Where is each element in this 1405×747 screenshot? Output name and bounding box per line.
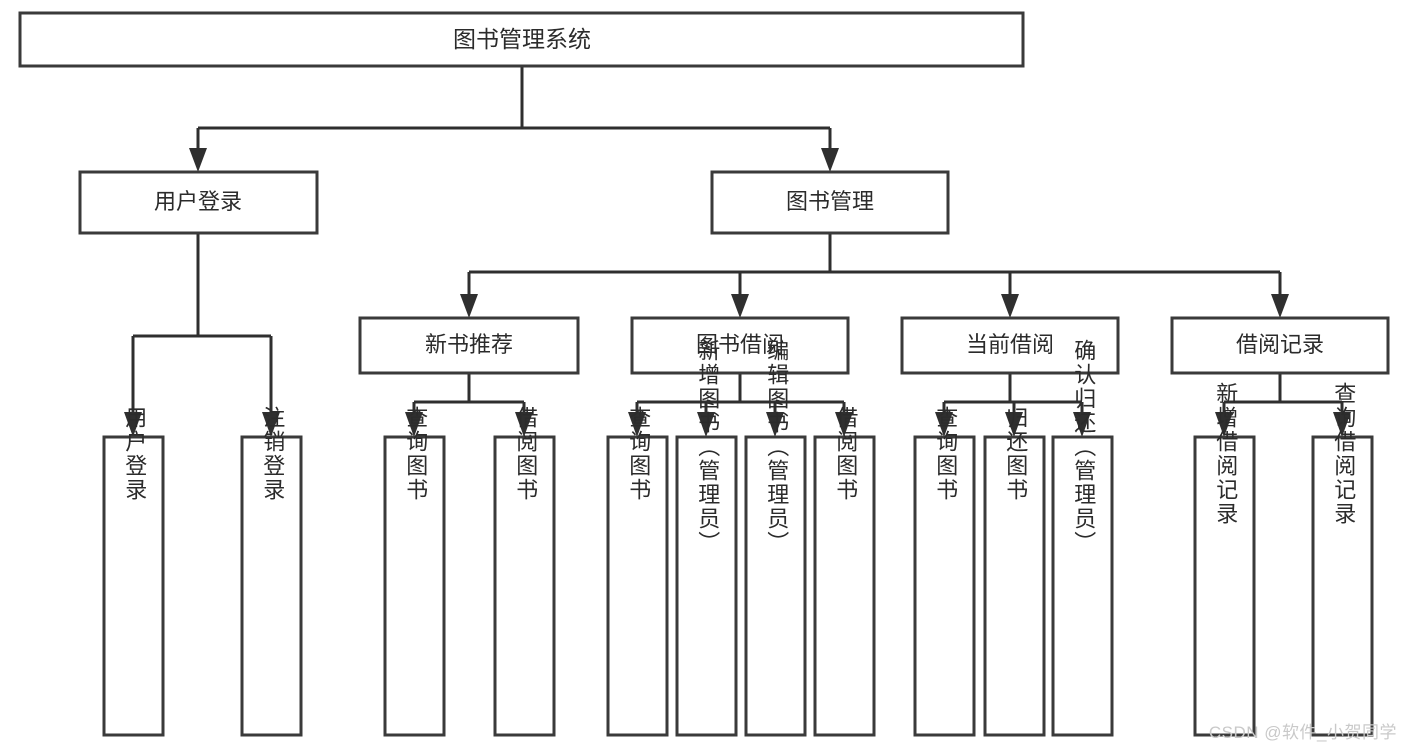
leaf-user-login-0[interactable]: 用户登录 <box>102 406 165 737</box>
leaf-current-borrow-1-label: 归还图书 <box>1003 406 1028 502</box>
leaf-current-borrow-0[interactable]: 查询图书 <box>913 406 976 737</box>
leaf-current-borrow-2[interactable]: 确认归还（管理员） <box>1051 339 1114 737</box>
connector-userlogin-to-leaves <box>124 233 280 437</box>
leaf-book-borrow-0[interactable]: 查询图书 <box>606 406 669 737</box>
leaf-borrow-record-1[interactable]: 查询借阅记录 <box>1311 382 1374 737</box>
connector-currentborrow-to-leaves <box>935 373 1091 437</box>
node-book-management[interactable]: 图书管理 <box>710 170 950 235</box>
leaf-book-borrow-1-label: 新增图书（管理员） <box>695 339 720 555</box>
node-user-login[interactable]: 用户登录 <box>78 170 319 235</box>
leaf-borrow-record-0[interactable]: 新增借阅记录 <box>1193 382 1256 737</box>
leaf-user-login-1-label: 注销登录 <box>260 406 285 502</box>
leaf-current-borrow-2-label: 确认归还（管理员） <box>1071 339 1096 555</box>
node-current-borrow-label: 当前借阅 <box>966 332 1054 357</box>
leaf-book-borrow-3-label: 借阅图书 <box>833 406 858 502</box>
connector-bookmgmt-to-level2 <box>460 233 1289 318</box>
leaf-new-book-recommend-1-label: 借阅图书 <box>513 406 538 502</box>
leaf-book-borrow-1[interactable]: 新增图书（管理员） <box>675 339 738 737</box>
connector-bookborrow-to-leaves <box>628 373 853 437</box>
leaf-current-borrow-0-label: 查询图书 <box>933 406 958 502</box>
leaf-new-book-recommend-0[interactable]: 查询图书 <box>383 406 446 737</box>
node-current-borrow[interactable]: 当前借阅 <box>900 316 1120 375</box>
leaf-user-login-0-label: 用户登录 <box>122 406 147 502</box>
node-root[interactable]: 图书管理系统 <box>18 11 1025 68</box>
leaf-new-book-recommend-1[interactable]: 借阅图书 <box>493 406 556 737</box>
node-book-borrow-label: 图书借阅 <box>696 332 784 357</box>
leaf-book-borrow-0-label: 查询图书 <box>626 406 651 502</box>
leaf-book-borrow-2[interactable]: 编辑图书（管理员） <box>744 339 807 737</box>
leaf-new-book-recommend-0-label: 查询图书 <box>403 406 428 502</box>
node-book-management-label: 图书管理 <box>786 189 874 214</box>
leaf-book-borrow-2-label: 编辑图书（管理员） <box>764 339 789 555</box>
connector-borrowrecord-to-leaves <box>1215 373 1351 437</box>
connector-newbook-to-leaves <box>405 373 533 437</box>
node-user-login-label: 用户登录 <box>154 189 242 214</box>
leaf-book-borrow-3[interactable]: 借阅图书 <box>813 406 876 737</box>
leaf-borrow-record-0-label: 新增借阅记录 <box>1213 382 1238 526</box>
leaf-user-login-1[interactable]: 注销登录 <box>240 406 303 737</box>
node-new-book-recommend[interactable]: 新书推荐 <box>358 316 580 375</box>
leaf-borrow-record-1-label: 查询借阅记录 <box>1331 382 1356 526</box>
node-borrow-record-label: 借阅记录 <box>1236 332 1324 357</box>
node-borrow-record[interactable]: 借阅记录 <box>1170 316 1390 375</box>
leaf-current-borrow-1[interactable]: 归还图书 <box>983 406 1046 737</box>
node-book-borrow[interactable]: 图书借阅 <box>630 316 850 375</box>
node-root-label: 图书管理系统 <box>453 26 591 52</box>
node-new-book-recommend-label: 新书推荐 <box>425 332 513 357</box>
connector-root-to-level1 <box>189 66 839 172</box>
